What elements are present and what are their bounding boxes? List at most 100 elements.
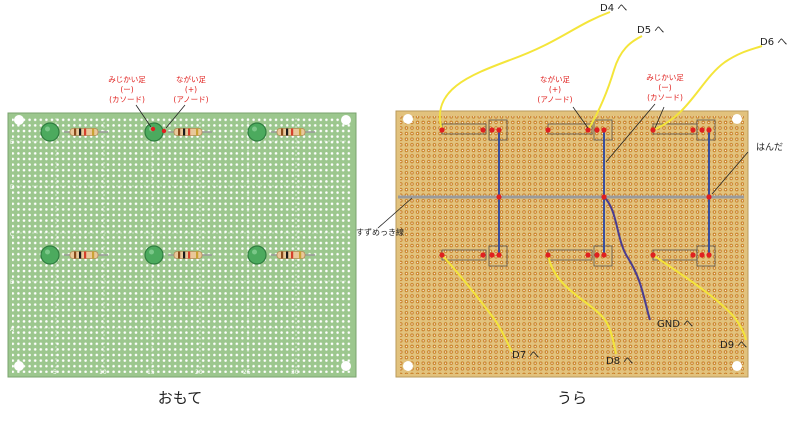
- leader-line: [572, 106, 589, 129]
- solder-point: [496, 194, 502, 200]
- gnd-wire: [603, 196, 651, 321]
- row-label: E: [10, 139, 14, 146]
- back-caption: うら: [557, 389, 587, 407]
- led-resistor-group: [247, 245, 315, 265]
- solder-point: [439, 252, 445, 258]
- col-label: 15: [147, 369, 155, 376]
- solder-point: [496, 252, 502, 258]
- mount-hole: [732, 114, 742, 124]
- long-leg-label: (アノード): [173, 95, 208, 104]
- short-leg-label: (ー): [120, 85, 133, 94]
- solder-point: [439, 127, 445, 133]
- solder-point: [489, 252, 495, 258]
- solder-point: [601, 127, 607, 133]
- row-label: A: [10, 326, 15, 333]
- solder-point: [594, 252, 600, 258]
- wire-to-d5: [587, 35, 643, 131]
- wire-to-d4: [439, 11, 611, 131]
- wire-to-d9: [652, 254, 747, 341]
- mount-hole: [341, 361, 351, 371]
- solder-label: はんだ: [756, 142, 783, 153]
- row-label: D: [10, 184, 15, 191]
- led-resistor-group: [40, 245, 108, 265]
- solder-point: [480, 252, 486, 258]
- wire-to-d6: [652, 45, 763, 131]
- wire-to-d7: [441, 254, 513, 353]
- long-leg-label: (+): [185, 85, 197, 94]
- to-d5-label: D5 へ: [637, 25, 664, 36]
- to-d6-label: D6 へ: [760, 37, 787, 48]
- led: [144, 122, 164, 142]
- led: [40, 245, 60, 265]
- mount-hole: [403, 361, 413, 371]
- mount-hole: [403, 114, 413, 124]
- mount-hole: [732, 361, 742, 371]
- led: [40, 122, 60, 142]
- solder-point: [545, 252, 551, 258]
- short-leg-label: みじかい足: [108, 75, 146, 84]
- solder-point: [706, 127, 712, 133]
- solder-point: [496, 127, 502, 133]
- cathode-label: (ー): [658, 83, 671, 92]
- led-resistor-group: [247, 122, 315, 142]
- solder-point: [699, 252, 705, 258]
- mount-hole: [14, 361, 24, 371]
- solder-point: [545, 127, 551, 133]
- solder-point: [601, 252, 607, 258]
- leader-line: [135, 104, 152, 128]
- front-caption: おもて: [158, 389, 202, 407]
- led: [247, 245, 267, 265]
- led-resistor-group: [144, 245, 212, 265]
- front-grid-lines: [12, 118, 352, 372]
- back-board: ながい足 (+) (アノード) みじかい足 (ー) (カソード) D4 へ D5…: [356, 3, 787, 407]
- mount-hole: [341, 115, 351, 125]
- back-hole-grid: [400, 116, 744, 374]
- anode-label: (アノード): [537, 95, 572, 104]
- solder-point: [699, 127, 705, 133]
- cathode-label: (カソード): [647, 93, 683, 102]
- long-leg-label: ながい足: [176, 74, 206, 84]
- anode-label: ながい足: [540, 74, 570, 84]
- leader-line: [654, 106, 665, 129]
- solder-point: [480, 127, 486, 133]
- leader-line: [711, 151, 749, 195]
- to-d9-label: D9 へ: [720, 340, 747, 351]
- col-label: 10: [99, 369, 107, 376]
- solder-point: [585, 127, 591, 133]
- to-gnd-label: GND へ: [657, 319, 693, 330]
- row-label: B: [10, 279, 14, 286]
- solder-point: [161, 128, 167, 134]
- solder-point: [601, 194, 607, 200]
- leader-line: [605, 103, 656, 163]
- mount-hole: [14, 115, 24, 125]
- cathode-label: みじかい足: [646, 73, 684, 82]
- led: [247, 122, 267, 142]
- solder-point: [650, 252, 656, 258]
- short-leg-label: (カソード): [109, 95, 145, 104]
- led-resistor-group: [40, 122, 108, 142]
- to-d8-label: D8 へ: [606, 356, 633, 367]
- solder-point: [690, 127, 696, 133]
- led-outline: [696, 245, 716, 267]
- leader-line: [377, 197, 413, 229]
- col-label: 20: [195, 369, 203, 376]
- leader-line: [165, 104, 186, 129]
- solder-point: [150, 126, 156, 132]
- col-label: 25: [243, 369, 251, 376]
- col-label: 30: [291, 369, 299, 376]
- tinned-wire-label: すずめっき線: [356, 227, 404, 237]
- solder-point: [489, 127, 495, 133]
- front-board: E D C B A 5 10 15 20 25 30: [7, 74, 357, 407]
- to-d7-label: D7 へ: [512, 350, 539, 361]
- anode-label: (+): [549, 85, 561, 94]
- solder-point: [706, 194, 712, 200]
- front-hole-grid: [12, 118, 352, 373]
- led: [144, 245, 164, 265]
- wire-to-d8: [547, 254, 617, 355]
- solder-point: [690, 252, 696, 258]
- col-label: 5: [53, 369, 57, 376]
- led-resistor-group: [144, 122, 212, 142]
- solder-point: [585, 252, 591, 258]
- solder-point: [650, 127, 656, 133]
